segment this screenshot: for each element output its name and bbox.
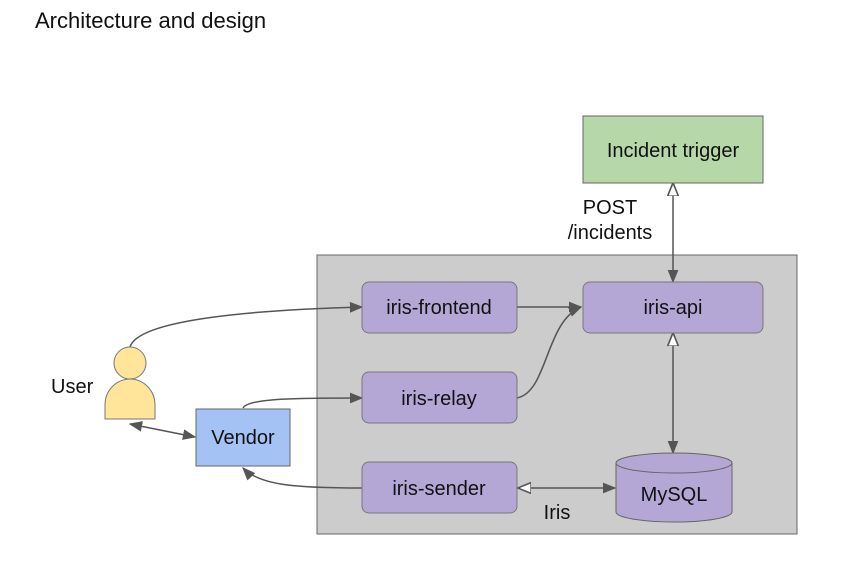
vendor-label: Vendor <box>211 427 275 449</box>
user-icon <box>104 346 156 420</box>
iris-frontend-label: iris-frontend <box>386 297 492 319</box>
user-label: User <box>51 376 94 398</box>
iris-relay-node: iris-relay <box>361 371 518 424</box>
iris-relay-label: iris-relay <box>401 388 477 410</box>
post-label-line2: /incidents <box>568 222 653 244</box>
edge-user-vendor <box>128 421 197 440</box>
edge-vendor-relay <box>242 392 364 409</box>
incident-trigger-node: Incident trigger <box>582 115 764 184</box>
iris-api-node: iris-api <box>582 281 764 334</box>
mysql-label: MySQL <box>641 484 708 506</box>
mysql-database-node: MySQL <box>615 452 733 523</box>
edge-user-frontend <box>129 301 364 348</box>
incident-trigger-label: Incident trigger <box>607 140 740 162</box>
iris-sender-node: iris-sender <box>361 461 518 514</box>
iris-edge-label: Iris <box>544 502 571 524</box>
iris-frontend-node: iris-frontend <box>361 281 518 334</box>
page-title: Architecture and design <box>35 8 267 33</box>
vendor-node: Vendor <box>195 408 291 467</box>
edge-sender-vendor <box>242 467 363 489</box>
iris-sender-label: iris-sender <box>392 478 486 500</box>
post-label-line1: POST <box>583 197 637 219</box>
edge-relay-api <box>516 306 583 399</box>
iris-api-label: iris-api <box>644 297 703 319</box>
